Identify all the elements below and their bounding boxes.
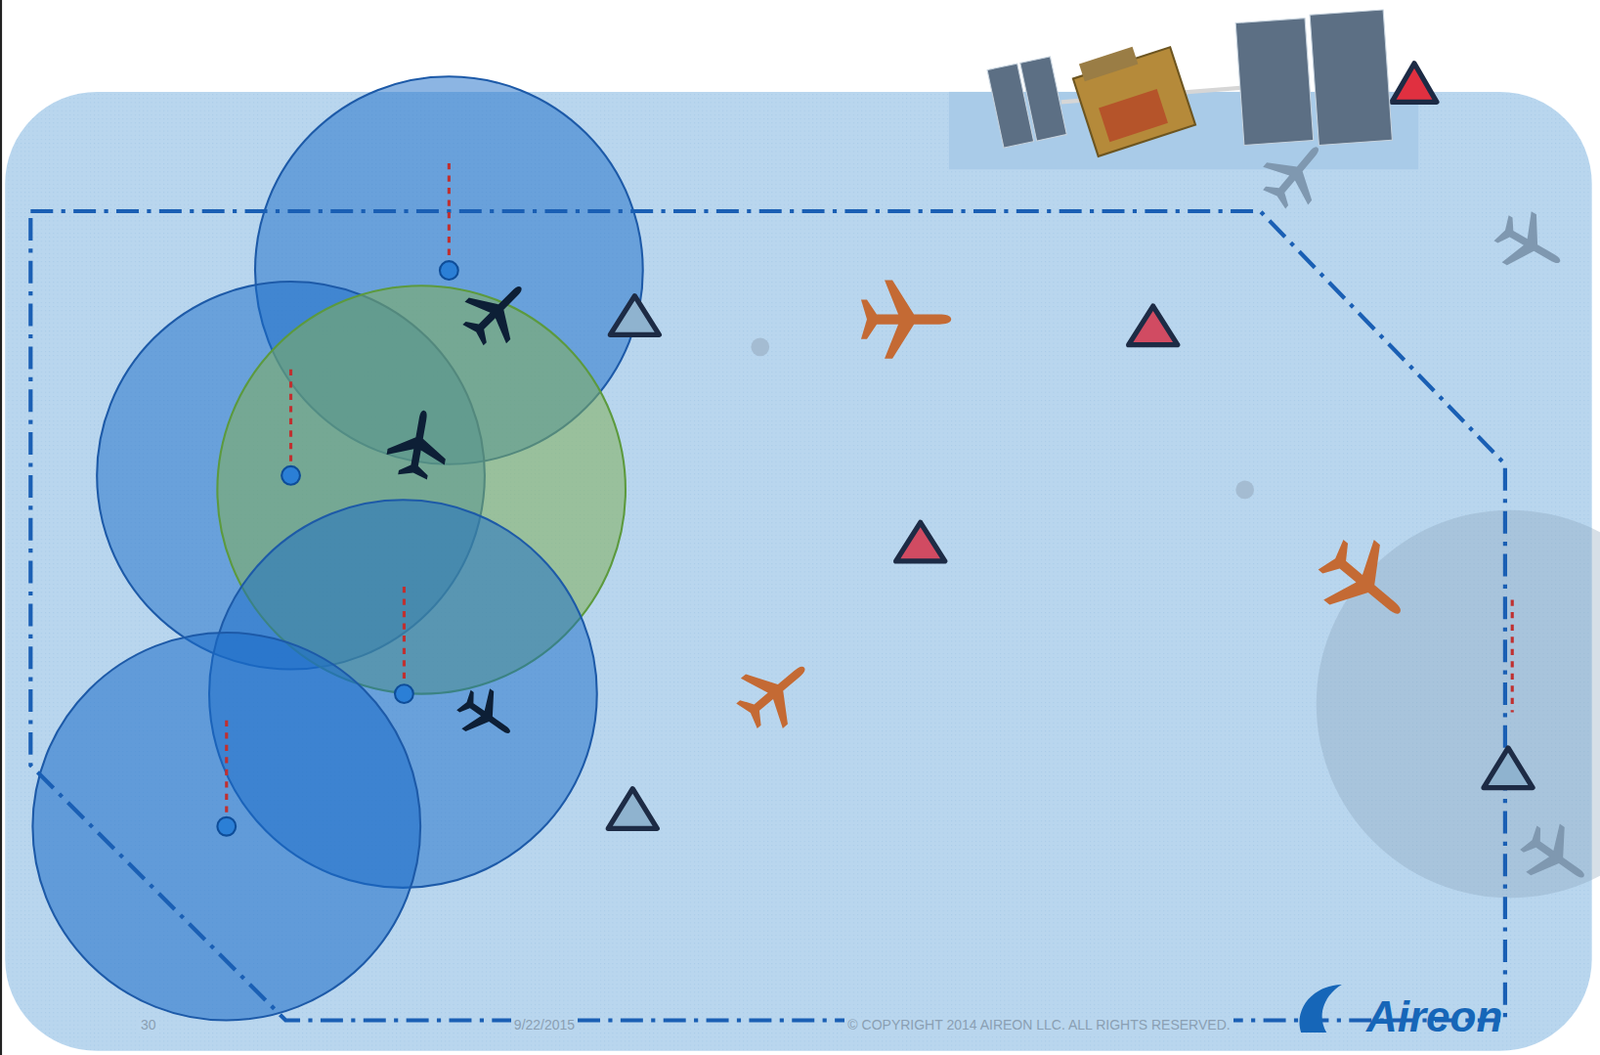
date-label: 9/22/2015	[511, 1017, 578, 1033]
copyright-notice: © COPYRIGHT 2014 AIREON LLC. ALL RIGHTS …	[844, 1017, 1233, 1033]
page-number: 30	[137, 1017, 160, 1033]
company-logo: Aireon	[1366, 993, 1503, 1040]
